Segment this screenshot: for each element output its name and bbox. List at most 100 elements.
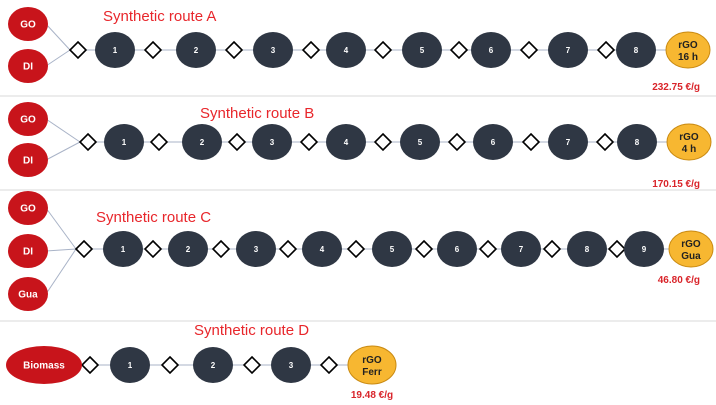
route-c-step-label: 4 <box>320 245 325 254</box>
route-d-step-label: 2 <box>211 361 216 370</box>
route-c-step-label: 1 <box>121 245 126 254</box>
route-a-diamond-icon <box>519 40 539 60</box>
route-b-diamond-icon <box>78 132 98 152</box>
route-d-step-label: 3 <box>289 361 294 370</box>
route-c-input-connector <box>45 248 77 295</box>
route-b-step-icon <box>182 124 222 160</box>
route-c-input-label: Gua <box>18 290 38 301</box>
route-a-step-label: 7 <box>566 46 571 55</box>
route-a-diamond-icon <box>224 40 244 60</box>
route-b-step-label: 5 <box>418 138 423 147</box>
route-a-diamond-icon <box>143 40 163 60</box>
route-b-step-label: 4 <box>344 138 349 147</box>
route-a-diamond-icon <box>449 40 469 60</box>
route-d-step-icon <box>271 347 311 383</box>
route-b-diamond-icon <box>595 132 615 152</box>
route-b-product-label: rGO <box>679 132 699 143</box>
route-b-step-icon <box>104 124 144 160</box>
route-c-step-icon <box>103 231 143 267</box>
route-a-step-icon <box>326 32 366 68</box>
route-c-step-label: 8 <box>585 245 590 254</box>
route-b-input-go-icon <box>8 102 48 136</box>
route-a-step-label: 8 <box>634 46 639 55</box>
route-c-step-icon <box>302 231 342 267</box>
route-a-input-label: DI <box>23 62 33 73</box>
route-b-input-connector <box>45 141 81 161</box>
route-d-input-biomass-icon <box>6 346 82 384</box>
route-c-title: Synthetic route C <box>96 209 211 226</box>
route-a-title: Synthetic route A <box>103 8 216 25</box>
route-c-step-label: 9 <box>642 245 647 254</box>
route-a-price: 232.75 €/g <box>652 82 700 93</box>
route-b-input-label: DI <box>23 156 33 167</box>
route-c-step-label: 2 <box>186 245 191 254</box>
route-c-input-label: GO <box>20 204 36 215</box>
route-c-step-icon <box>437 231 477 267</box>
route-c-input-connector <box>45 207 77 250</box>
route-c-product-label: Gua <box>681 251 701 262</box>
route-d-step-icon <box>110 347 150 383</box>
route-c-input-go-icon <box>8 191 48 225</box>
route-b-step-icon <box>548 124 588 160</box>
route-c-product-icon <box>668 230 714 268</box>
route-a-diamond-icon <box>301 40 321 60</box>
route-a-step-label: 3 <box>271 46 276 55</box>
route-c-diamond-icon <box>607 239 627 259</box>
route-b-step-label: 8 <box>635 138 640 147</box>
route-c-diamond-icon <box>542 239 562 259</box>
route-d-diamond-icon <box>242 355 262 375</box>
route-c-step-icon <box>372 231 412 267</box>
route-a-product-label: rGO <box>678 40 698 51</box>
route-c-diamond-icon <box>278 239 298 259</box>
route-c-step-label: 5 <box>390 245 395 254</box>
route-d-product-icon <box>347 345 397 385</box>
route-d-title: Synthetic route D <box>194 322 309 339</box>
route-c-step-icon <box>567 231 607 267</box>
route-a-diamond-icon <box>596 40 616 60</box>
route-d-diamond-icon <box>319 355 339 375</box>
route-a-step-label: 2 <box>194 46 199 55</box>
route-b-step-label: 6 <box>491 138 496 147</box>
route-d-product-label: rGO <box>362 355 382 366</box>
route-b-step-icon <box>400 124 440 160</box>
route-c-diamond-icon <box>74 239 94 259</box>
route-b-input-di-icon <box>8 143 48 177</box>
route-a-step-icon <box>471 32 511 68</box>
route-c-product-label: rGO <box>681 239 701 250</box>
route-a-step-icon <box>402 32 442 68</box>
route-c-diamond-icon <box>414 239 434 259</box>
route-c-price: 46.80 €/g <box>658 275 700 286</box>
route-b-step-label: 1 <box>122 138 127 147</box>
route-a-input-go-icon <box>8 7 48 41</box>
route-c-diamond-icon <box>143 239 163 259</box>
route-a-step-label: 1 <box>113 46 118 55</box>
route-c-step-label: 6 <box>455 245 460 254</box>
route-b-title: Synthetic route B <box>200 105 314 122</box>
route-b-diamond-icon <box>149 132 169 152</box>
route-c-input-connector <box>45 248 77 252</box>
route-b-diamond-icon <box>447 132 467 152</box>
route-c-input-gua-icon <box>8 277 48 311</box>
route-c-step-label: 7 <box>519 245 524 254</box>
route-a-diamond-icon <box>68 40 88 60</box>
route-b-step-label: 7 <box>566 138 571 147</box>
route-d-input-label: Biomass <box>23 361 65 372</box>
route-a-step-icon <box>176 32 216 68</box>
route-d-product-label: Ferr <box>362 367 382 378</box>
route-b-product-label: 4 h <box>682 144 696 155</box>
route-c-step-label: 3 <box>254 245 259 254</box>
route-a-step-icon <box>548 32 588 68</box>
route-a-diamond-icon <box>373 40 393 60</box>
route-c-input-label: DI <box>23 247 33 258</box>
route-c-input-di-icon <box>8 234 48 268</box>
route-b-step-label: 3 <box>270 138 275 147</box>
route-a-input-di-icon <box>8 49 48 83</box>
route-a-input-connector <box>45 23 71 51</box>
route-a-step-label: 5 <box>420 46 425 55</box>
route-a-product-icon <box>665 31 711 69</box>
route-a-input-connector <box>45 49 71 67</box>
route-d-diamond-icon <box>160 355 180 375</box>
route-b-step-icon <box>617 124 657 160</box>
